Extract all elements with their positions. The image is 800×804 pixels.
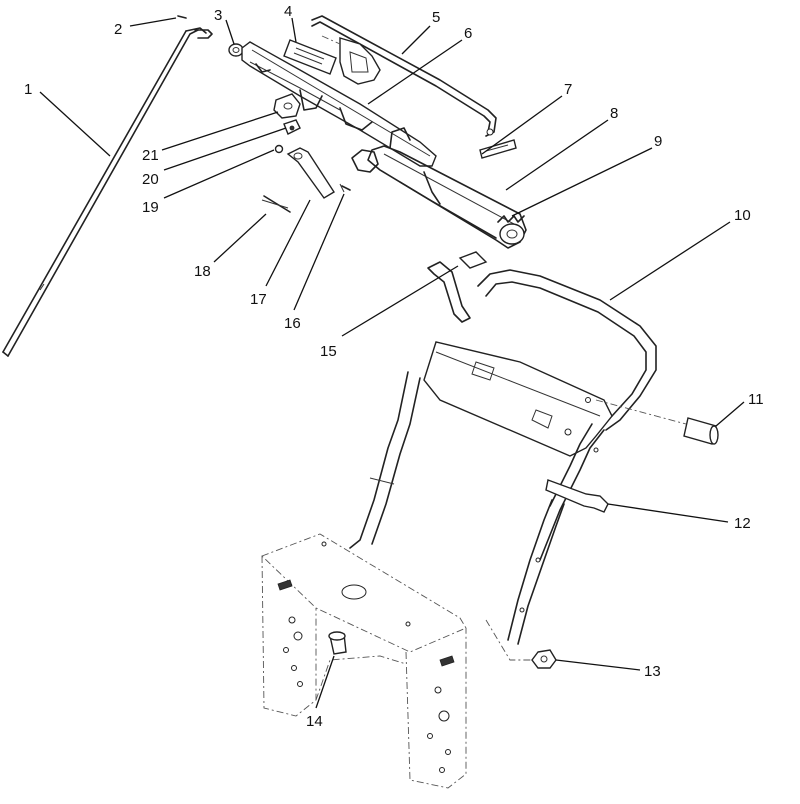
part-9-spring [497, 215, 525, 223]
callout-labels: 1 2 3 4 5 6 7 8 9 10 11 12 13 14 15 16 1… [24, 3, 764, 730]
part-6-control-panel [241, 41, 437, 167]
callout-15: 15 [320, 343, 337, 360]
leader-lines [39, 17, 745, 709]
part-4-decal [283, 39, 337, 75]
callout-8: 8 [610, 105, 618, 122]
callout-16: 16 [284, 315, 301, 332]
part-1-control-rod [2, 27, 207, 357]
callout-19: 19 [142, 199, 159, 216]
callout-21: 21 [142, 147, 159, 164]
callout-20: 20 [142, 171, 159, 188]
callout-10: 10 [734, 207, 751, 224]
callout-1: 1 [24, 81, 32, 98]
callout-13: 13 [644, 663, 661, 680]
callout-7: 7 [564, 81, 572, 98]
part-13-nut [531, 649, 557, 669]
part-17-shift-arm [286, 147, 335, 199]
callout-4: 4 [284, 3, 292, 20]
part-21-clevis [273, 93, 301, 119]
part-14-bolt [328, 631, 347, 655]
part-19-washer [274, 144, 284, 154]
callout-12: 12 [734, 515, 751, 532]
callout-11: 11 [748, 391, 764, 408]
part-12-knob [545, 479, 609, 513]
part-5-upper-bail [311, 15, 497, 137]
callout-3: 3 [214, 7, 222, 24]
part-10-upper-handle [349, 261, 657, 561]
part-2-rod-end [177, 15, 213, 39]
callout-18: 18 [194, 263, 211, 280]
callout-17: 17 [250, 291, 267, 308]
callout-14: 14 [306, 713, 323, 730]
part-8-bail-lever [351, 127, 527, 249]
part-18-clip [261, 195, 291, 213]
part-20-pin [283, 119, 301, 135]
mounting-bracket [261, 533, 467, 789]
lower-handle-right [485, 499, 565, 661]
callout-5: 5 [432, 9, 440, 26]
part-11-pin [595, 399, 719, 445]
part-3-bushing [228, 43, 244, 57]
part-7-decal [479, 139, 517, 159]
part-16-screw [339, 183, 351, 193]
part-15-block [458, 251, 488, 269]
callout-2: 2 [114, 21, 122, 38]
callout-6: 6 [464, 25, 472, 42]
callout-9: 9 [654, 133, 662, 150]
